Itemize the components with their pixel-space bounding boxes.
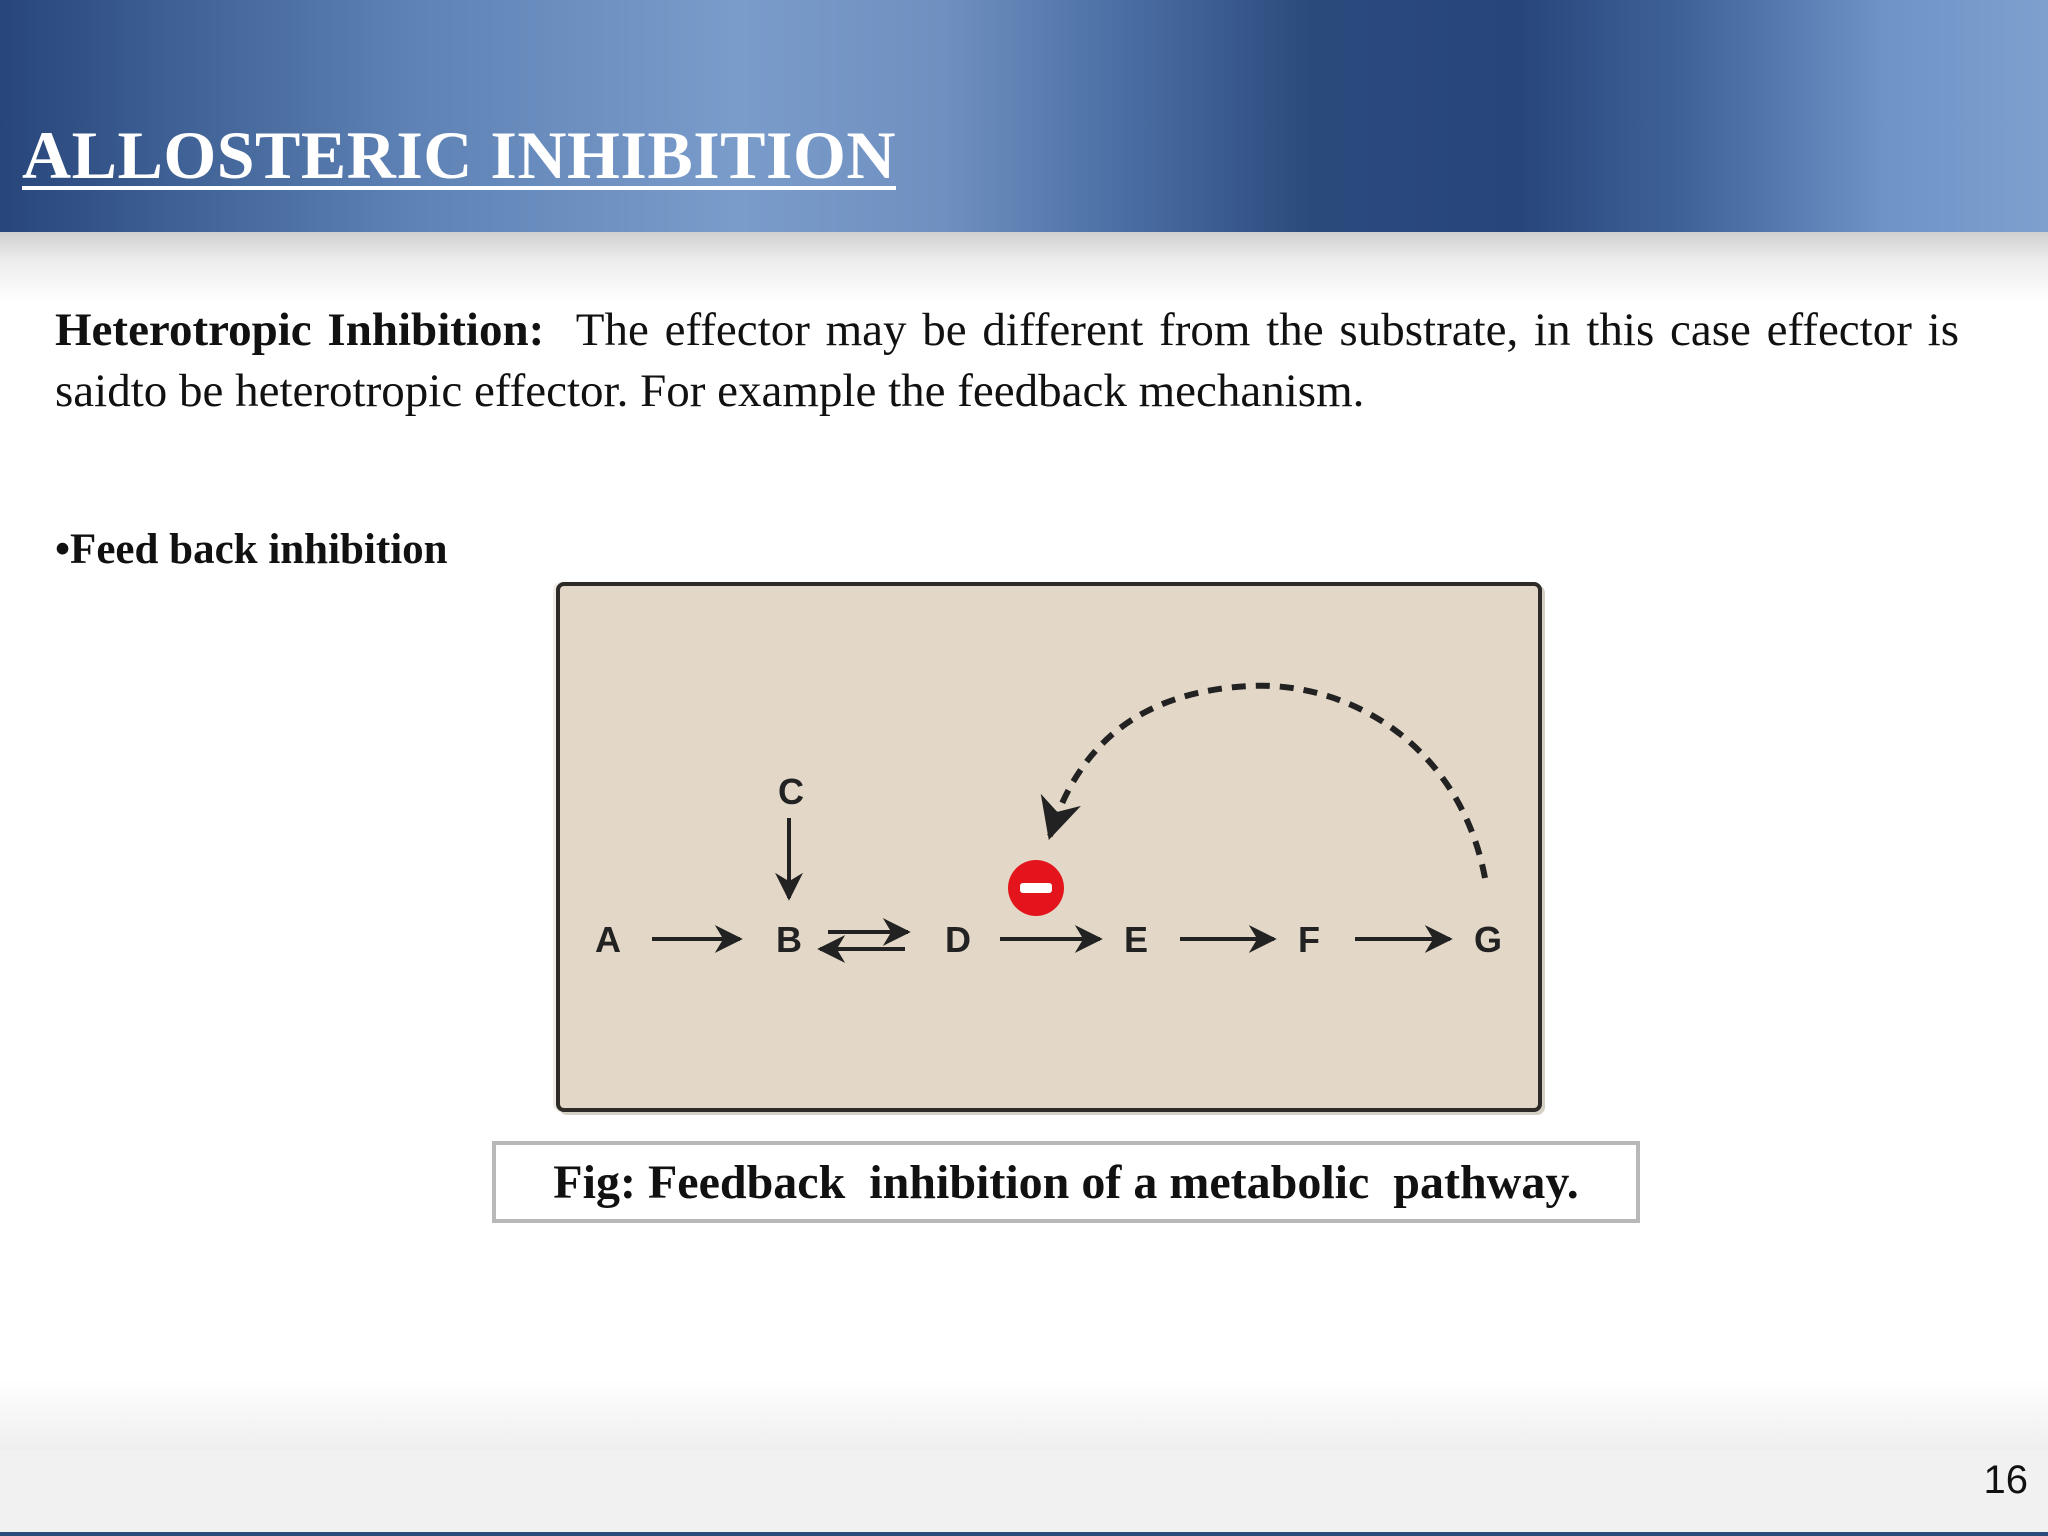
footer-line <box>0 1532 2048 1536</box>
paragraph-term: Heterotropic Inhibition: <box>55 304 545 356</box>
node-a: A <box>595 919 621 960</box>
pathway-svg: A B C D E F G <box>595 682 1502 963</box>
page-number: 16 <box>1983 1458 2029 1502</box>
heterotropic-paragraph: Heterotropic Inhibition: The effector ma… <box>55 300 1959 422</box>
node-d: D <box>945 919 971 960</box>
slide-header <box>0 0 2048 232</box>
feedback-inhibition-diagram: A B C D E F G <box>556 582 1542 1112</box>
slide-title: ALLOSTERIC INHIBITION <box>22 117 896 193</box>
slide-footer <box>0 1450 2048 1532</box>
figure-caption-box: Fig: Feedback inhibition of a metabolic … <box>492 1141 1640 1223</box>
feedback-arc-g-to-d <box>1040 682 1488 879</box>
footer-fade <box>0 1380 2048 1452</box>
inhibition-icon <box>1008 860 1064 916</box>
node-b: B <box>776 919 802 960</box>
node-g: G <box>1474 919 1502 960</box>
figure-caption: Fig: Feedback inhibition of a metabolic … <box>553 1155 1579 1209</box>
header-shadow <box>0 232 2048 302</box>
bullet-feedback-inhibition: •Feed back inhibition <box>55 526 448 573</box>
node-e: E <box>1124 919 1148 960</box>
paragraph-text: The effector may be different from the s… <box>55 304 1959 417</box>
node-c: C <box>778 771 804 812</box>
node-f: F <box>1298 919 1320 960</box>
